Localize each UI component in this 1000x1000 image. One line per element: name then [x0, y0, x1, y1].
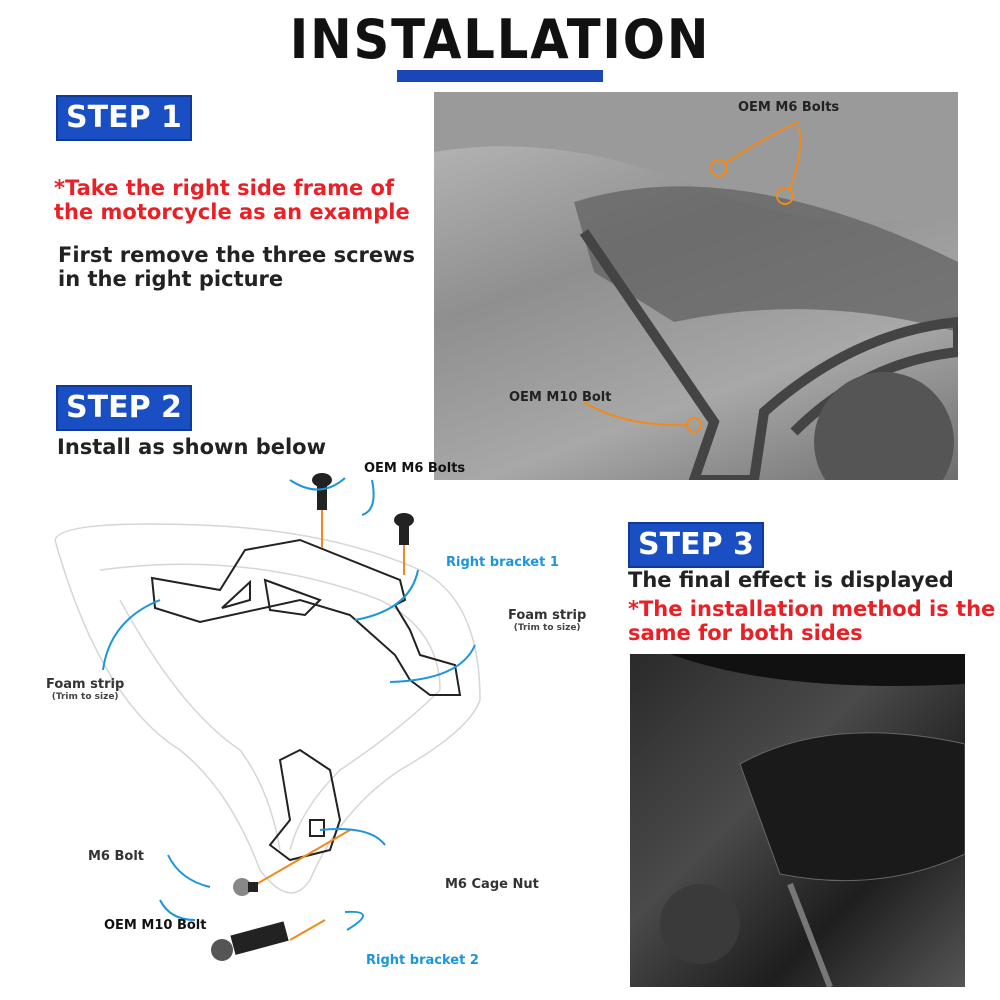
page-title: INSTALLATION [289, 8, 711, 71]
label-right-bracket-2: Right bracket 2 [366, 953, 479, 968]
label-foam-strip-right: Foam strip(Trim to size) [508, 608, 586, 633]
label-oem-m10-bolt-diagram: OEM M10 Bolt [104, 918, 207, 933]
label-m6-bolt: M6 Bolt [88, 849, 145, 864]
foam-strip-left-sub: (Trim to size) [51, 692, 119, 702]
label-oem-m6-bolts-diagram: OEM M6 Bolts [364, 461, 466, 476]
title-underline [397, 70, 603, 82]
step2-badge: STEP 2 [56, 385, 192, 431]
step3-final-photo [630, 654, 965, 987]
step1-frame-photo: OEM M6 Bolts OEM M10 Bolt [434, 92, 958, 480]
step1-badge: STEP 1 [56, 95, 192, 141]
step1-note: *Take the right side frame of the motorc… [54, 176, 410, 224]
label-oem-m6-bolts: OEM M6 Bolts [738, 100, 840, 115]
foam-strip-right-sub: (Trim to size) [513, 623, 581, 633]
foam-strip-right-text: Foam strip [508, 608, 587, 623]
label-oem-m10-bolt: OEM M10 Bolt [509, 390, 612, 405]
step1-instruction: First remove the three screws in the rig… [58, 243, 416, 291]
step3-badge: STEP 3 [628, 522, 764, 568]
frame-illustration [434, 92, 958, 480]
label-m6-cage-nut: M6 Cage Nut [445, 877, 539, 892]
step3-note: *The installation method is the same for… [628, 597, 996, 645]
final-effect-illustration [660, 654, 965, 987]
step3-caption: The final effect is displayed [628, 568, 954, 592]
label-foam-strip-left: Foam strip(Trim to size) [46, 677, 124, 702]
step2-diagram [54, 473, 481, 961]
step2-instruction: Install as shown below [57, 435, 327, 459]
foam-strip-left-text: Foam strip [46, 677, 125, 692]
label-right-bracket-1: Right bracket 1 [446, 555, 559, 570]
